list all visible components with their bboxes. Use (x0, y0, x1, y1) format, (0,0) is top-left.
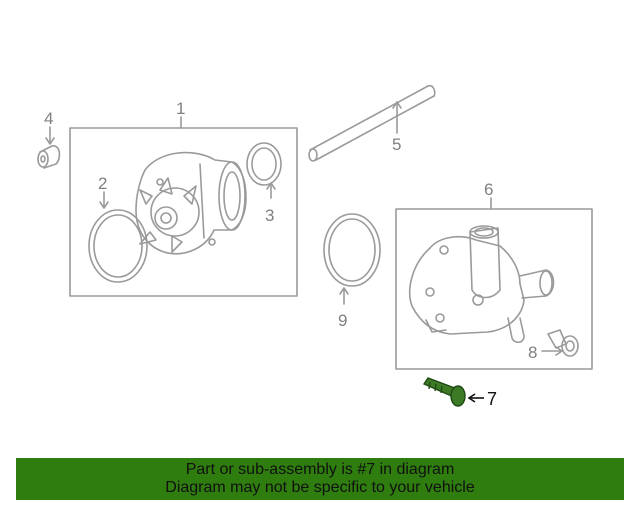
banner-line-1: Part or sub-assembly is #7 in diagram (185, 461, 455, 478)
bushing-icon[interactable] (37, 126, 61, 169)
callout-8: 8 (528, 343, 537, 362)
banner-line-2: Diagram may not be specific to your vehi… (165, 479, 475, 496)
o-ring-icon[interactable] (88, 191, 148, 283)
tube-icon[interactable] (308, 84, 436, 162)
assembly-frame-6 (395, 208, 593, 370)
parts-diagram: 1 2 3 4 5 6 7 8 9 (37, 84, 593, 409)
housing-assembly-icon[interactable] (408, 225, 555, 344)
water-pump-assembly-icon[interactable] (135, 151, 247, 255)
bolt-icon[interactable] (541, 329, 579, 357)
bolt-icon[interactable] (422, 377, 466, 407)
callout-2: 2 (98, 174, 107, 193)
callout-7: 7 (487, 389, 497, 409)
callout-6: 6 (484, 180, 493, 199)
assembly-frame-1 (69, 127, 298, 297)
callout-5: 5 (392, 135, 401, 154)
callout-9: 9 (338, 311, 347, 330)
callout-3: 3 (265, 206, 274, 225)
gasket-ring-icon[interactable] (323, 213, 381, 305)
callout-4: 4 (44, 109, 53, 128)
seal-ring-icon[interactable] (246, 142, 282, 199)
info-banner: Part or sub-assembly is #7 in diagram Di… (16, 458, 624, 500)
callout-1: 1 (176, 99, 185, 118)
